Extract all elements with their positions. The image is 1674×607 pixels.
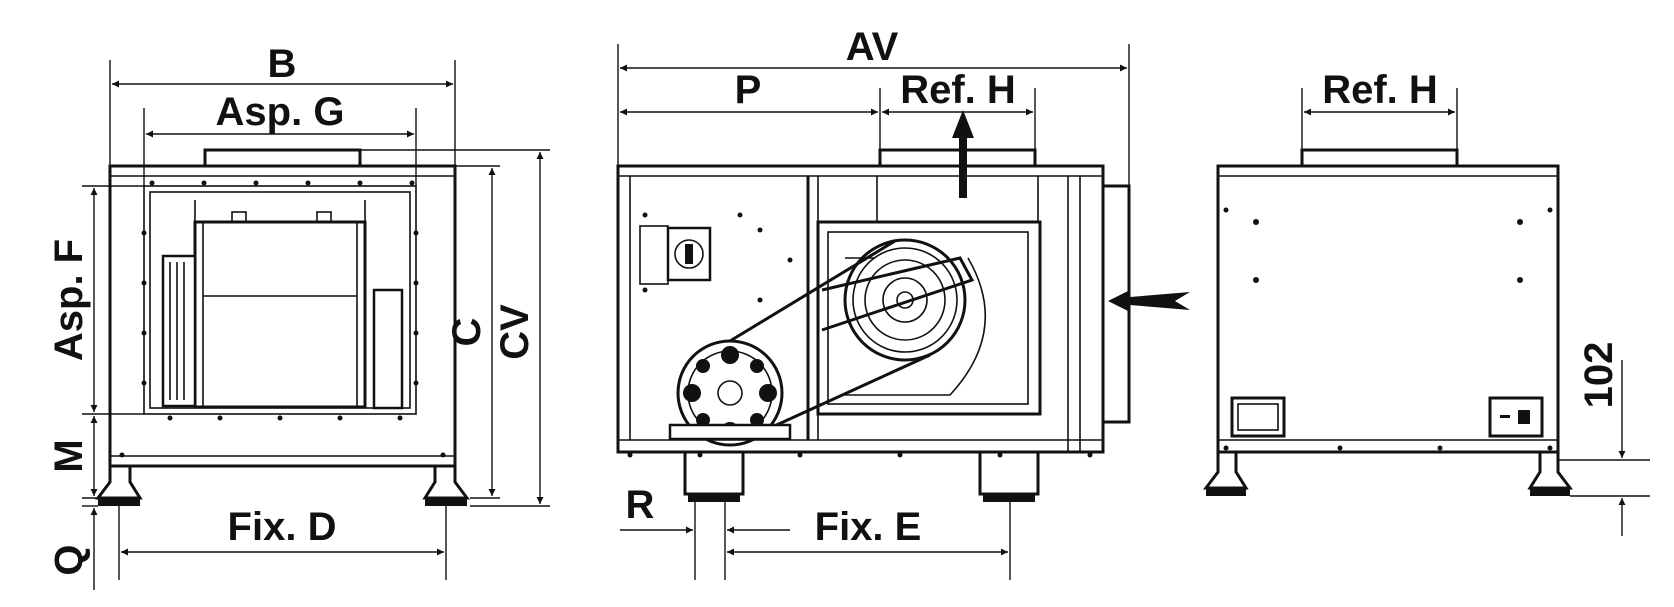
label-asp-g: Asp. G — [216, 90, 345, 134]
front-view — [95, 148, 470, 506]
label-p: P — [735, 68, 762, 112]
side-view — [616, 110, 1190, 502]
label-asp-f: Asp. F — [47, 239, 91, 361]
side-rivets — [627, 212, 1093, 458]
label-102: 102 — [1577, 342, 1621, 409]
dimension-labels: B Asp. G Asp. F M Q C CV Fix. D AV P Ref… — [47, 25, 1621, 576]
back-view — [1203, 148, 1573, 496]
label-m: M — [47, 439, 91, 472]
dimension-lines — [82, 44, 1650, 590]
label-r: R — [626, 483, 655, 527]
label-ref-h-side: Ref. H — [900, 68, 1016, 112]
label-fix-d: Fix. D — [228, 505, 337, 549]
label-q: Q — [47, 544, 91, 575]
label-c: C — [445, 318, 489, 347]
label-av: AV — [846, 25, 899, 69]
label-cv: CV — [493, 304, 537, 360]
label-ref-h-back: Ref. H — [1322, 68, 1438, 112]
label-b: B — [268, 42, 297, 86]
label-fix-e: Fix. E — [815, 505, 922, 549]
